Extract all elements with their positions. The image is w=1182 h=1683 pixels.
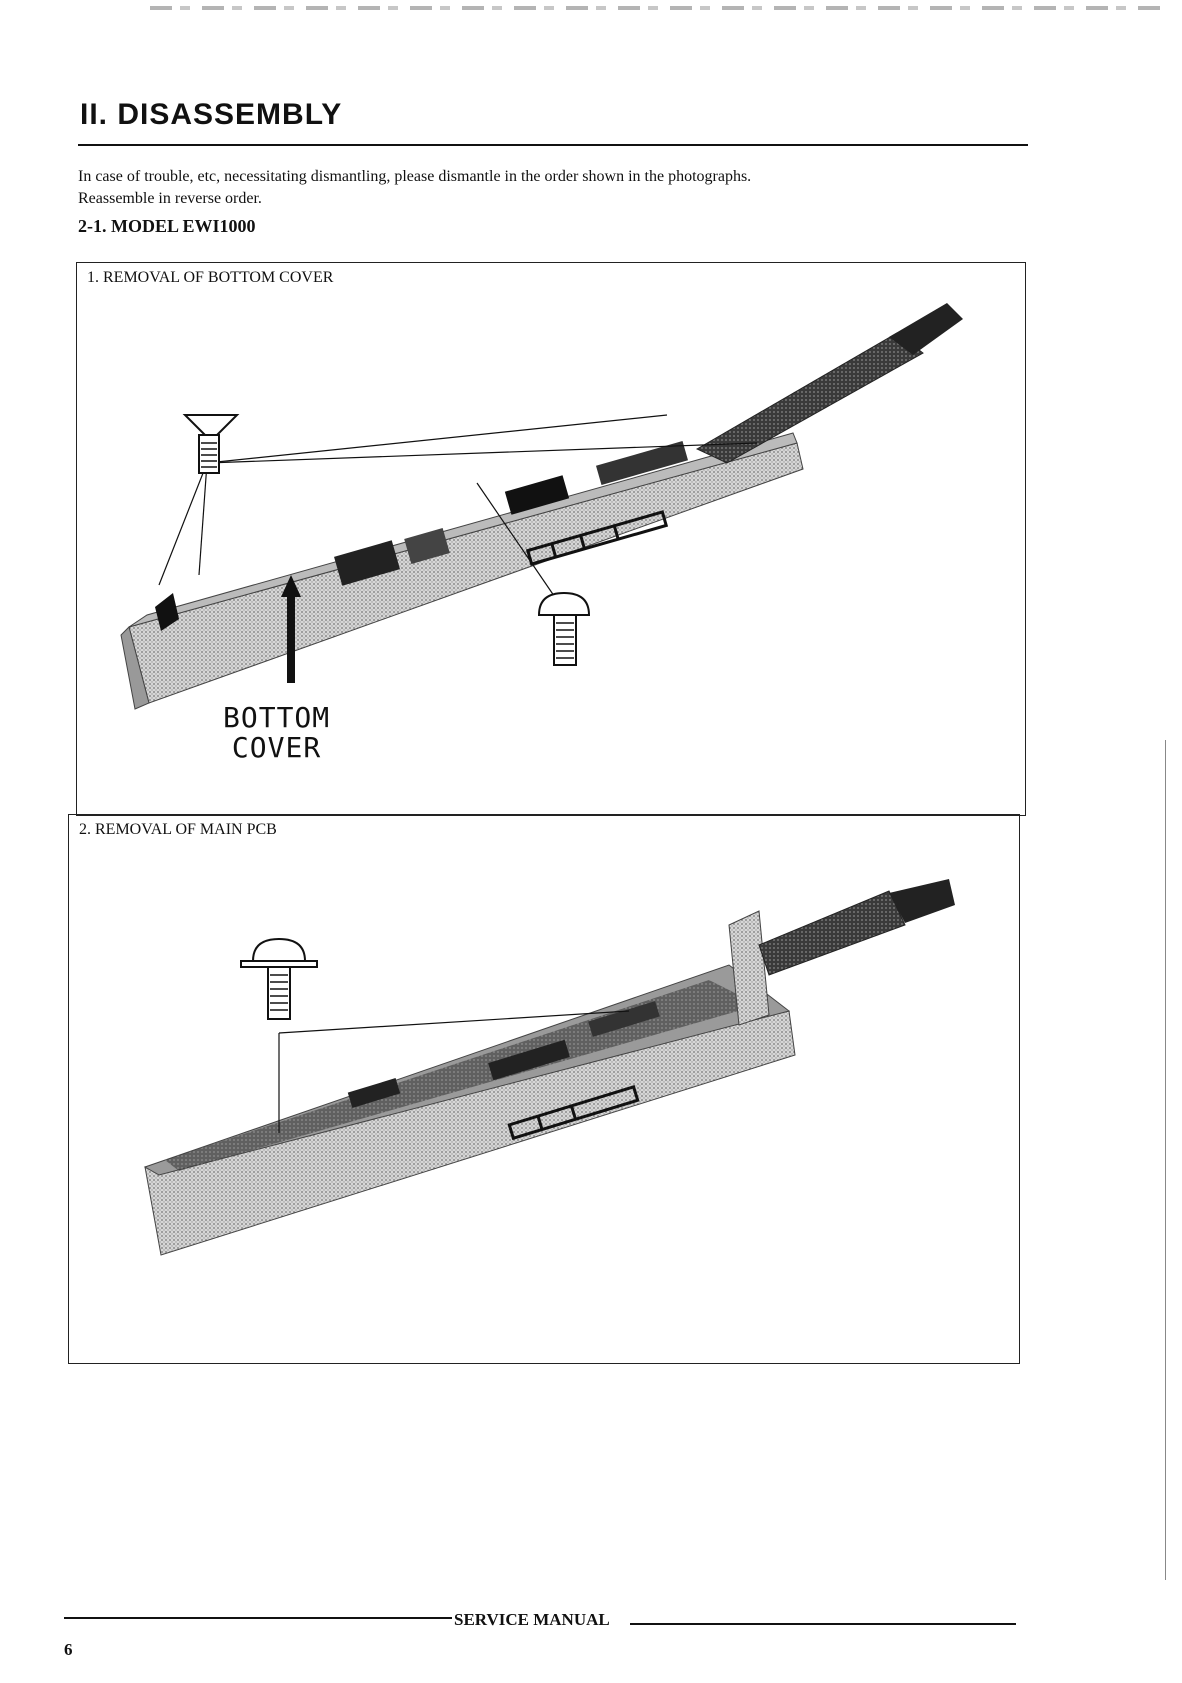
callout-line-1: BOTTOM [223, 703, 330, 733]
instrument-body-side [129, 443, 803, 703]
photo-main-pcb [69, 815, 1019, 1363]
flathead-screw-icon [185, 415, 237, 473]
page-title: II. DISASSEMBLY [80, 98, 342, 132]
panhead-screw-icon [539, 593, 589, 665]
panel-removal-main-pcb: 2. REMOVAL OF MAIN PCB [68, 814, 1020, 1364]
page-number: 6 [64, 1640, 73, 1660]
photo-bottom-cover [77, 263, 1025, 815]
intro-line-1: In case of trouble, etc, necessitating d… [78, 166, 1028, 188]
footer-title: SERVICE MANUAL [454, 1610, 610, 1630]
callout-bottom-cover: BOTTOM COVER [223, 703, 330, 763]
panel-removal-bottom-cover: 1. REMOVAL OF BOTTOM COVER [76, 262, 1026, 816]
callout-line-2: COVER [223, 733, 330, 763]
footer-rule-right [630, 1623, 1016, 1625]
intro-text: In case of trouble, etc, necessitating d… [78, 166, 1028, 210]
intro-line-2: Reassemble in reverse order. [78, 188, 1028, 210]
section-subhead: 2-1. MODEL EWI1000 [78, 216, 256, 237]
instrument-neck [759, 891, 905, 975]
scan-artifact-line [150, 6, 1160, 10]
washer-screw-icon [241, 939, 317, 1019]
scan-margin-line [1165, 740, 1166, 1580]
leader-line-3 [207, 415, 667, 463]
title-rule [78, 144, 1028, 146]
footer-rule-left [64, 1617, 452, 1619]
